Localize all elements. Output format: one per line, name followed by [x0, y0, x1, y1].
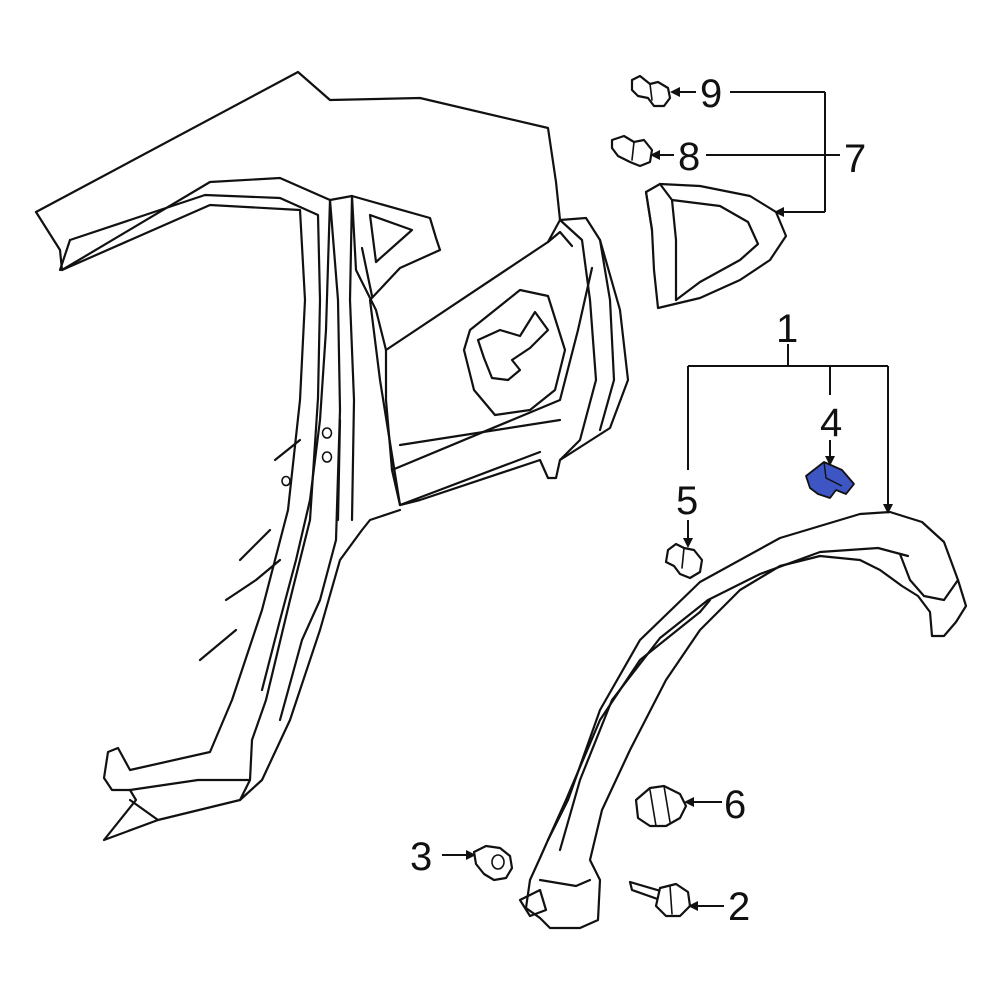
quarter-window-trim	[644, 182, 788, 310]
callout-3: 3	[410, 835, 432, 879]
screw-2	[628, 880, 692, 918]
callout-2: 2	[728, 885, 750, 929]
clip-3	[472, 844, 514, 882]
callout-5: 5	[676, 479, 698, 523]
push-pin-5	[664, 542, 704, 580]
leader-lines	[442, 87, 893, 911]
wheel-opening-molding	[518, 510, 968, 930]
callout-4: 4	[820, 401, 842, 445]
callout-9: 9	[700, 72, 722, 116]
callout-6: 6	[724, 783, 746, 827]
callout-labels: 1 2 3 4 5 6 7 8 9	[410, 72, 866, 929]
callout-7: 7	[844, 137, 866, 181]
quarter-panel	[34, 70, 630, 842]
callout-8: 8	[678, 135, 700, 179]
nut-8	[610, 134, 654, 168]
callout-1: 1	[776, 307, 798, 351]
clip-4-highlighted	[805, 461, 855, 499]
flange-nut-6	[634, 784, 688, 828]
push-clip-9	[630, 74, 672, 108]
